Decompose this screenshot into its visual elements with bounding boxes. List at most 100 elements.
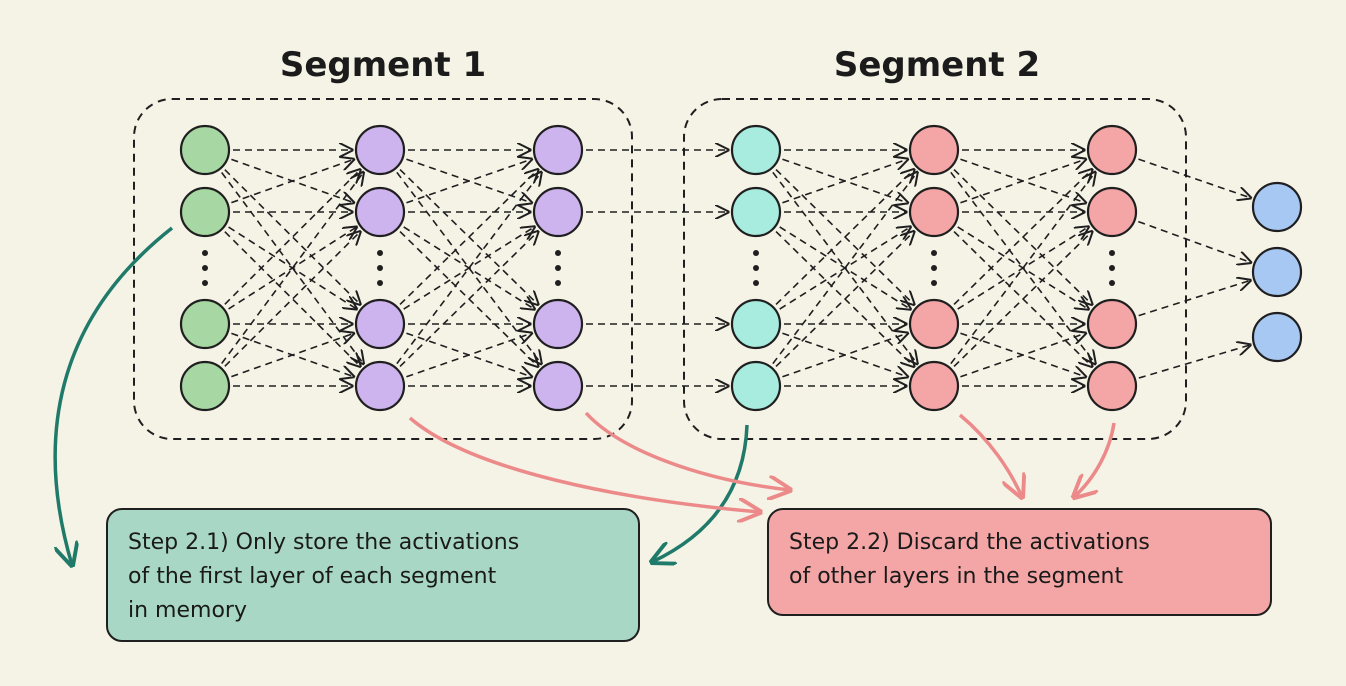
ellipsis-dot-layer3 <box>555 265 561 271</box>
edge-layer1-layer2 <box>231 159 353 204</box>
ellipsis-dot-layer3 <box>555 250 561 256</box>
note-step-2-1-line-1: Step 2.1) Only store the activations <box>128 530 520 555</box>
edge-layer6-output <box>1138 220 1250 263</box>
neuron-layer3-3 <box>532 298 584 350</box>
neuron-layer3-4 <box>532 360 584 412</box>
edge-layer6-output <box>1138 280 1251 317</box>
segment-2-box <box>683 98 1187 440</box>
edge-layer4-layer5 <box>775 170 914 305</box>
note-step-2-2-line-2: of other layers in the segment <box>789 564 1124 589</box>
neuron-layer6-2 <box>1086 186 1138 238</box>
ellipsis-dot-layer2 <box>377 250 383 256</box>
keep-arrow-layer4 <box>652 424 749 562</box>
edge-layer5-layer6 <box>950 171 1095 363</box>
edge-layer6-output <box>1138 158 1250 198</box>
neuron-layer6-3 <box>1086 298 1138 350</box>
ellipsis-dot-layer4 <box>753 280 759 286</box>
edge-layer4-layer5 <box>782 333 907 378</box>
neuron-layer6-4 <box>1086 360 1138 412</box>
neuron-layer6-1 <box>1086 124 1138 176</box>
neurons <box>179 124 1303 412</box>
neuron-layer1-1 <box>179 124 231 176</box>
keep-arrow-layer1 <box>53 226 174 565</box>
edge-layer4-layer5 <box>772 172 917 365</box>
edge-layer1-layer2 <box>221 172 364 364</box>
edge-layer1-layer2 <box>224 232 360 367</box>
neuron-output-2 <box>1251 246 1303 298</box>
edge-layer2-layer3 <box>399 170 538 305</box>
connections <box>221 150 1251 386</box>
discard-arrow-layer5 <box>958 413 1022 497</box>
ellipsis-dot-layer1 <box>202 265 208 271</box>
ellipsis-dot-layer6 <box>1109 280 1115 286</box>
ellipsis-dot-layer2 <box>377 265 383 271</box>
neuron-layer1-4 <box>179 360 231 412</box>
neuron-layer1-3 <box>179 298 231 350</box>
ellipsis-dot-layer1 <box>202 250 208 256</box>
edge-layer2-layer3 <box>396 171 541 363</box>
edge-layer5-layer6 <box>953 232 1092 367</box>
neuron-layer4-3 <box>730 298 782 350</box>
neuron-layer4-2 <box>730 186 782 238</box>
segment-1-title: Segment 1 <box>280 45 486 85</box>
discard-arrow-layer6 <box>1074 422 1116 497</box>
edge-layer6-output <box>1138 345 1250 379</box>
edge-layer5-layer6 <box>960 333 1085 378</box>
edge-layer5-layer6 <box>953 170 1092 305</box>
ellipsis-dot-layer4 <box>753 250 759 256</box>
neuron-layer3-1 <box>532 124 584 176</box>
ellipsis-dot-layer1 <box>202 280 208 286</box>
neuron-layer5-2 <box>908 186 960 238</box>
edge-layer5-layer6 <box>950 172 1095 365</box>
neuron-output-1 <box>1251 181 1303 233</box>
neuron-layer5-1 <box>908 124 960 176</box>
neuron-layer2-1 <box>354 124 406 176</box>
segment-2-title: Segment 2 <box>834 45 1040 85</box>
edge-layer1-layer2 <box>224 231 360 367</box>
segment-1-box <box>133 98 633 440</box>
edge-layer2-layer3 <box>403 227 535 310</box>
note-step-2-2-line-1: Step 2.2) Discard the activations <box>789 530 1150 555</box>
edge-layer4-layer5 <box>772 171 917 363</box>
ellipsis-dot-layer6 <box>1109 250 1115 256</box>
neuron-layer5-4 <box>908 360 960 412</box>
neuron-layer3-2 <box>532 186 584 238</box>
discard-arrow-layer2 <box>408 416 760 512</box>
neuron-layer5-3 <box>908 298 960 350</box>
edge-layer1-layer2 <box>228 227 357 310</box>
neuron-output-3 <box>1251 311 1303 363</box>
edge-layer4-layer5 <box>779 227 911 310</box>
layer-ellipses <box>202 250 1115 286</box>
edge-layer2-layer3 <box>406 159 531 204</box>
ellipsis-dot-layer6 <box>1109 265 1115 271</box>
neuron-layer2-3 <box>354 298 406 350</box>
edge-layer2-layer3 <box>406 333 531 378</box>
note-step-2-1-line-2: of the first layer of each segment <box>128 564 497 589</box>
edge-layer1-layer2 <box>224 169 360 305</box>
discard-arrow-layer3 <box>584 411 790 490</box>
ellipsis-dot-layer5 <box>931 250 937 256</box>
neuron-layer2-4 <box>354 360 406 412</box>
edge-layer4-layer5 <box>782 159 907 204</box>
edge-layer5-layer6 <box>960 159 1085 204</box>
edge-layer4-layer5 <box>775 232 914 367</box>
ellipsis-dot-layer3 <box>555 280 561 286</box>
edge-layer2-layer3 <box>396 172 541 365</box>
neuron-layer4-4 <box>730 360 782 412</box>
ellipsis-dot-layer5 <box>931 280 937 286</box>
neuron-layer4-1 <box>730 124 782 176</box>
note-step-2-2: Step 2.2) Discard the activations of oth… <box>767 508 1272 616</box>
ellipsis-dot-layer4 <box>753 265 759 271</box>
neuron-layer1-2 <box>179 186 231 238</box>
neuron-layer2-2 <box>354 186 406 238</box>
edge-layer1-layer2 <box>224 170 360 305</box>
ellipsis-dot-layer2 <box>377 280 383 286</box>
edge-layer2-layer3 <box>399 232 538 367</box>
ellipsis-dot-layer5 <box>931 265 937 271</box>
note-step-2-1-line-3: in memory <box>128 598 247 623</box>
edge-layer1-layer2 <box>231 333 353 378</box>
edge-layer5-layer6 <box>957 227 1089 310</box>
note-step-2-1: Step 2.1) Only store the activations of … <box>106 508 640 642</box>
